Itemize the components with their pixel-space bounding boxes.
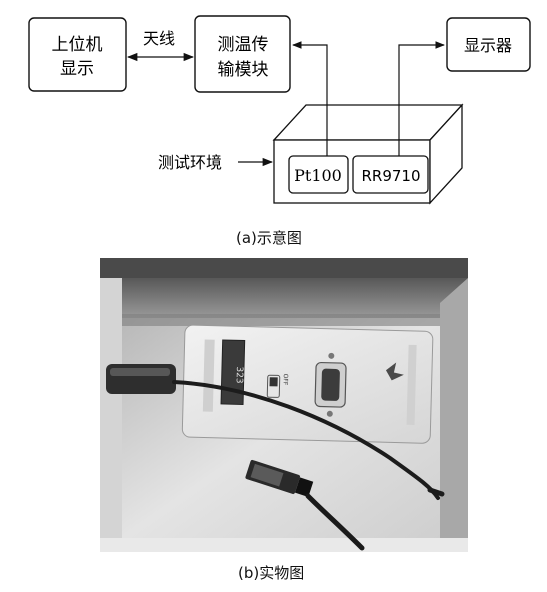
upper-computer-label-line2: 显示 bbox=[60, 59, 94, 79]
environment-label: 测试环境 bbox=[158, 153, 222, 172]
device-switch-label: OFF bbox=[282, 374, 289, 386]
caption-schematic: (a)示意图 bbox=[236, 229, 302, 247]
pt100-probe bbox=[106, 364, 176, 394]
foam-wall-left bbox=[100, 278, 122, 552]
foam-rim-top bbox=[100, 278, 468, 318]
antenna-label: 天线 bbox=[143, 29, 175, 48]
rr9710-box bbox=[352, 155, 429, 194]
module-cable bbox=[305, 493, 365, 551]
display-label: 显示器 bbox=[464, 36, 512, 55]
rr9710-device: 323 OFF bbox=[181, 324, 434, 444]
schematic-diagram: 上位机 显示 天线 测温传 输模块 显示器 Pt100 RR9710 测试环境 bbox=[28, 15, 531, 205]
caption-photo: (b)实物图 bbox=[238, 564, 305, 582]
pt100-to-module-line bbox=[292, 41, 328, 156]
rr9710-label: RR9710 bbox=[361, 167, 420, 185]
pt100-label: Pt100 bbox=[294, 166, 342, 185]
probe-cable bbox=[172, 380, 440, 500]
rr9710-to-display-line bbox=[398, 41, 445, 156]
foam-wall-right bbox=[440, 278, 468, 552]
display-box bbox=[446, 17, 531, 72]
pt100-box bbox=[288, 155, 349, 194]
serial-port-icon bbox=[314, 352, 347, 417]
upper-computer-box bbox=[28, 17, 127, 92]
module-label-line1: 测温传 bbox=[218, 35, 269, 55]
device-logo-icon bbox=[385, 362, 404, 381]
device-lcd-reading: 323 bbox=[234, 366, 244, 383]
module-label-line2: 输模块 bbox=[218, 60, 269, 80]
wireless-module bbox=[245, 459, 314, 497]
foam-rim-bottom bbox=[100, 538, 468, 552]
temperature-module-box bbox=[194, 15, 291, 93]
upper-computer-label-line1: 上位机 bbox=[52, 35, 103, 55]
device-photo: 323 OFF bbox=[100, 258, 468, 552]
